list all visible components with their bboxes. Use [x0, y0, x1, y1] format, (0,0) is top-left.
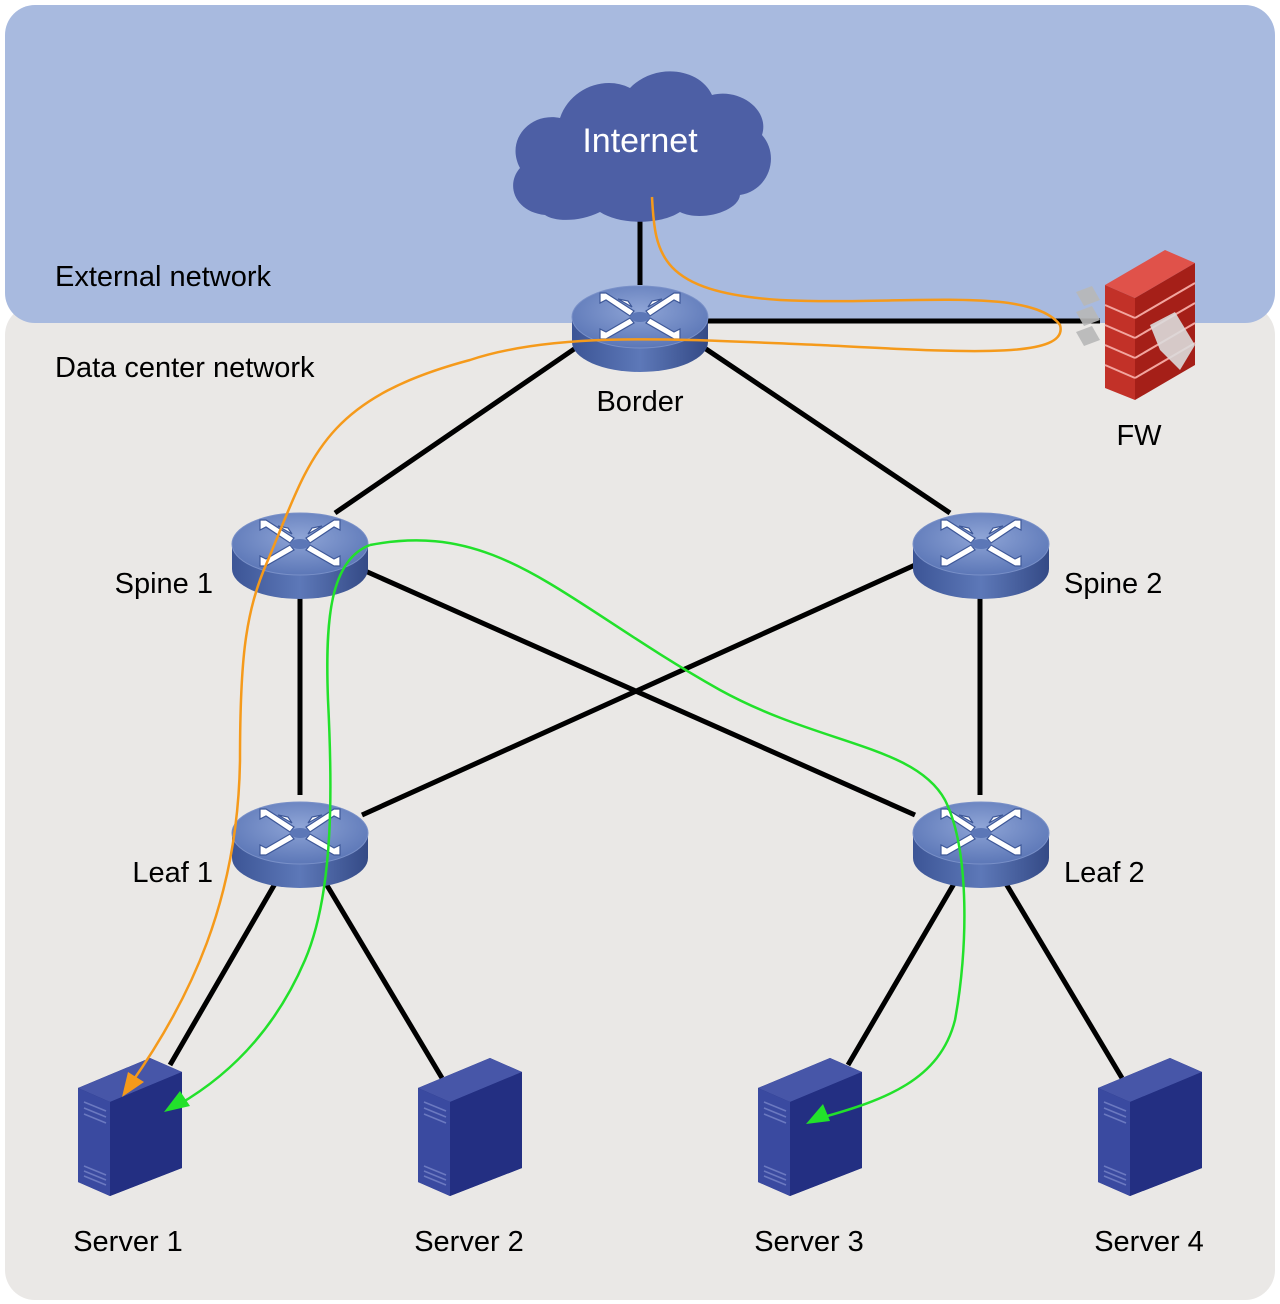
- flow-orange: [122, 196, 1062, 1097]
- server2-label: Server 2: [414, 1226, 524, 1258]
- spine2-switch: Spine 2: [912, 512, 1162, 600]
- server3-label: Server 3: [754, 1226, 864, 1258]
- link-spine2-leaf1: [360, 562, 917, 818]
- spine1-switch: Spine 1: [115, 512, 369, 600]
- flow-green-1-arrow: [164, 1091, 190, 1112]
- server1: Server 1: [73, 1057, 183, 1258]
- datacenter-zone-label: Data center network: [55, 352, 315, 384]
- fw-label: FW: [1116, 420, 1162, 452]
- link-leaf1-server1: [167, 880, 279, 1067]
- link-leaf2-server3: [845, 880, 958, 1067]
- datacenter-zone: [5, 305, 1275, 1300]
- link-leaf2-server4: [1002, 880, 1125, 1080]
- internet-label: Internet: [582, 122, 698, 160]
- flow-green-2-path: [369, 539, 966, 1120]
- links: [167, 210, 1125, 1080]
- border-label: Border: [596, 386, 683, 418]
- border-switch: Border: [571, 285, 709, 418]
- leaf2-label: Leaf 2: [1064, 857, 1145, 889]
- leaf1-label: Leaf 1: [132, 857, 213, 889]
- link-leaf1-server2: [322, 880, 445, 1080]
- switch-icon: [912, 801, 1050, 889]
- switch-icon: [912, 512, 1050, 600]
- flow-orange-arrow: [122, 1072, 144, 1097]
- flow-green-2-arrow: [806, 1104, 830, 1124]
- spine1-label: Spine 1: [115, 568, 213, 600]
- switch-icon: [231, 512, 369, 600]
- leaf1-switch: Leaf 1: [132, 801, 369, 889]
- server4-label: Server 4: [1094, 1226, 1204, 1258]
- server4: Server 4: [1094, 1057, 1204, 1258]
- external-zone-label: External network: [55, 261, 271, 293]
- link-border-spine1: [333, 342, 582, 516]
- flow-green-1-path: [177, 543, 371, 1107]
- switch-icon: [231, 801, 369, 889]
- flow-green-2: [369, 539, 966, 1124]
- flow-orange-path: [128, 196, 1062, 1086]
- spine2-label: Spine 2: [1064, 568, 1162, 600]
- link-border-spine2: [698, 342, 952, 516]
- leaf2-switch: Leaf 2: [912, 801, 1145, 889]
- switch-icon: [571, 285, 709, 373]
- cloud-icon: [513, 71, 771, 222]
- server2: Server 2: [414, 1057, 524, 1258]
- internet-cloud: Internet: [513, 71, 771, 222]
- server3: Server 3: [754, 1057, 864, 1258]
- firewall: FW: [1076, 250, 1196, 452]
- server1-label: Server 1: [73, 1226, 183, 1258]
- firewall-icon: [1076, 250, 1196, 400]
- flow-green-1: [164, 543, 371, 1112]
